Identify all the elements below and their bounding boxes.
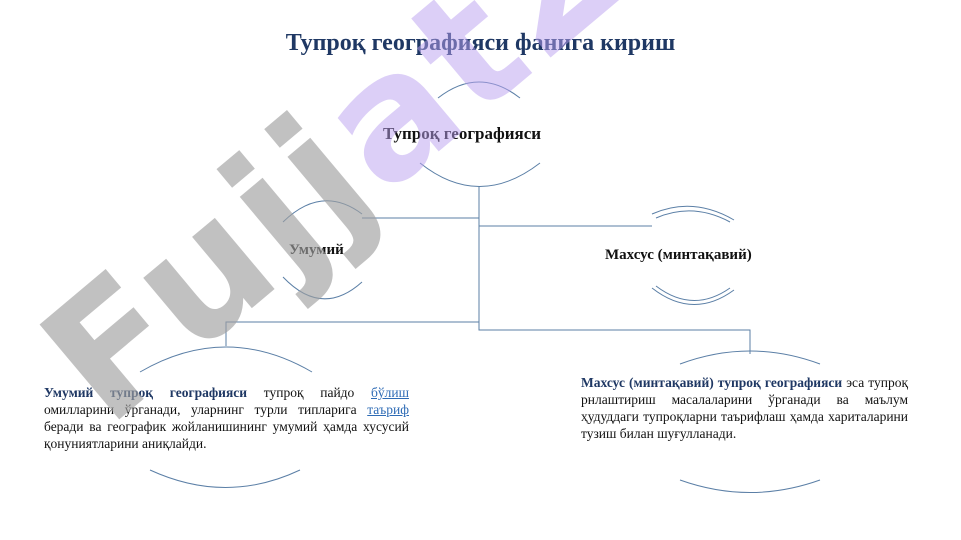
slide-title: Тупроқ географияси фанига кириш <box>285 30 676 56</box>
special-node-label: Махсус (минтақавий) <box>605 247 752 263</box>
general-desc-bottom-arc <box>149 469 301 488</box>
root-to-descriptions-connector <box>225 226 751 354</box>
special-description: Махсус (минтақавий) тупроқ географияси э… <box>581 374 908 442</box>
root-node-top-arc <box>437 81 521 99</box>
general-node-label: Умумий <box>289 242 344 258</box>
general-description-part3: беради ва географик жойланишининг умумий… <box>44 419 409 451</box>
link-tarif[interactable]: таъриф <box>367 402 409 417</box>
special-description-term: Махсус (минтақавий) тупроқ географияси <box>581 375 843 390</box>
general-description-part1: тупроқ пайдо <box>247 385 371 400</box>
special-node-top-arc <box>651 205 735 221</box>
general-node-bottom-arc <box>282 276 363 300</box>
general-description-part2: омилларини ўрганади, уларнинг турли типл… <box>44 402 368 417</box>
link-bulish[interactable]: бўлиш <box>371 385 409 400</box>
general-desc-top-arc <box>139 346 313 373</box>
special-node-bottom-arc <box>651 287 735 305</box>
root-node-bottom-arc <box>419 162 541 187</box>
root-node-label: Тупроқ географияси <box>383 124 542 143</box>
general-description: Умумий тупроқ географияси тупроқ пайдо б… <box>44 384 409 452</box>
general-description-term: Умумий тупроқ географияси <box>44 385 248 400</box>
general-node-top-arc <box>282 200 363 223</box>
root-to-children-connector <box>362 186 652 227</box>
special-description-body: эса тупроқ рнлаштириш масалаларини ўрган… <box>581 375 909 441</box>
special-desc-bottom-arc <box>679 479 821 493</box>
